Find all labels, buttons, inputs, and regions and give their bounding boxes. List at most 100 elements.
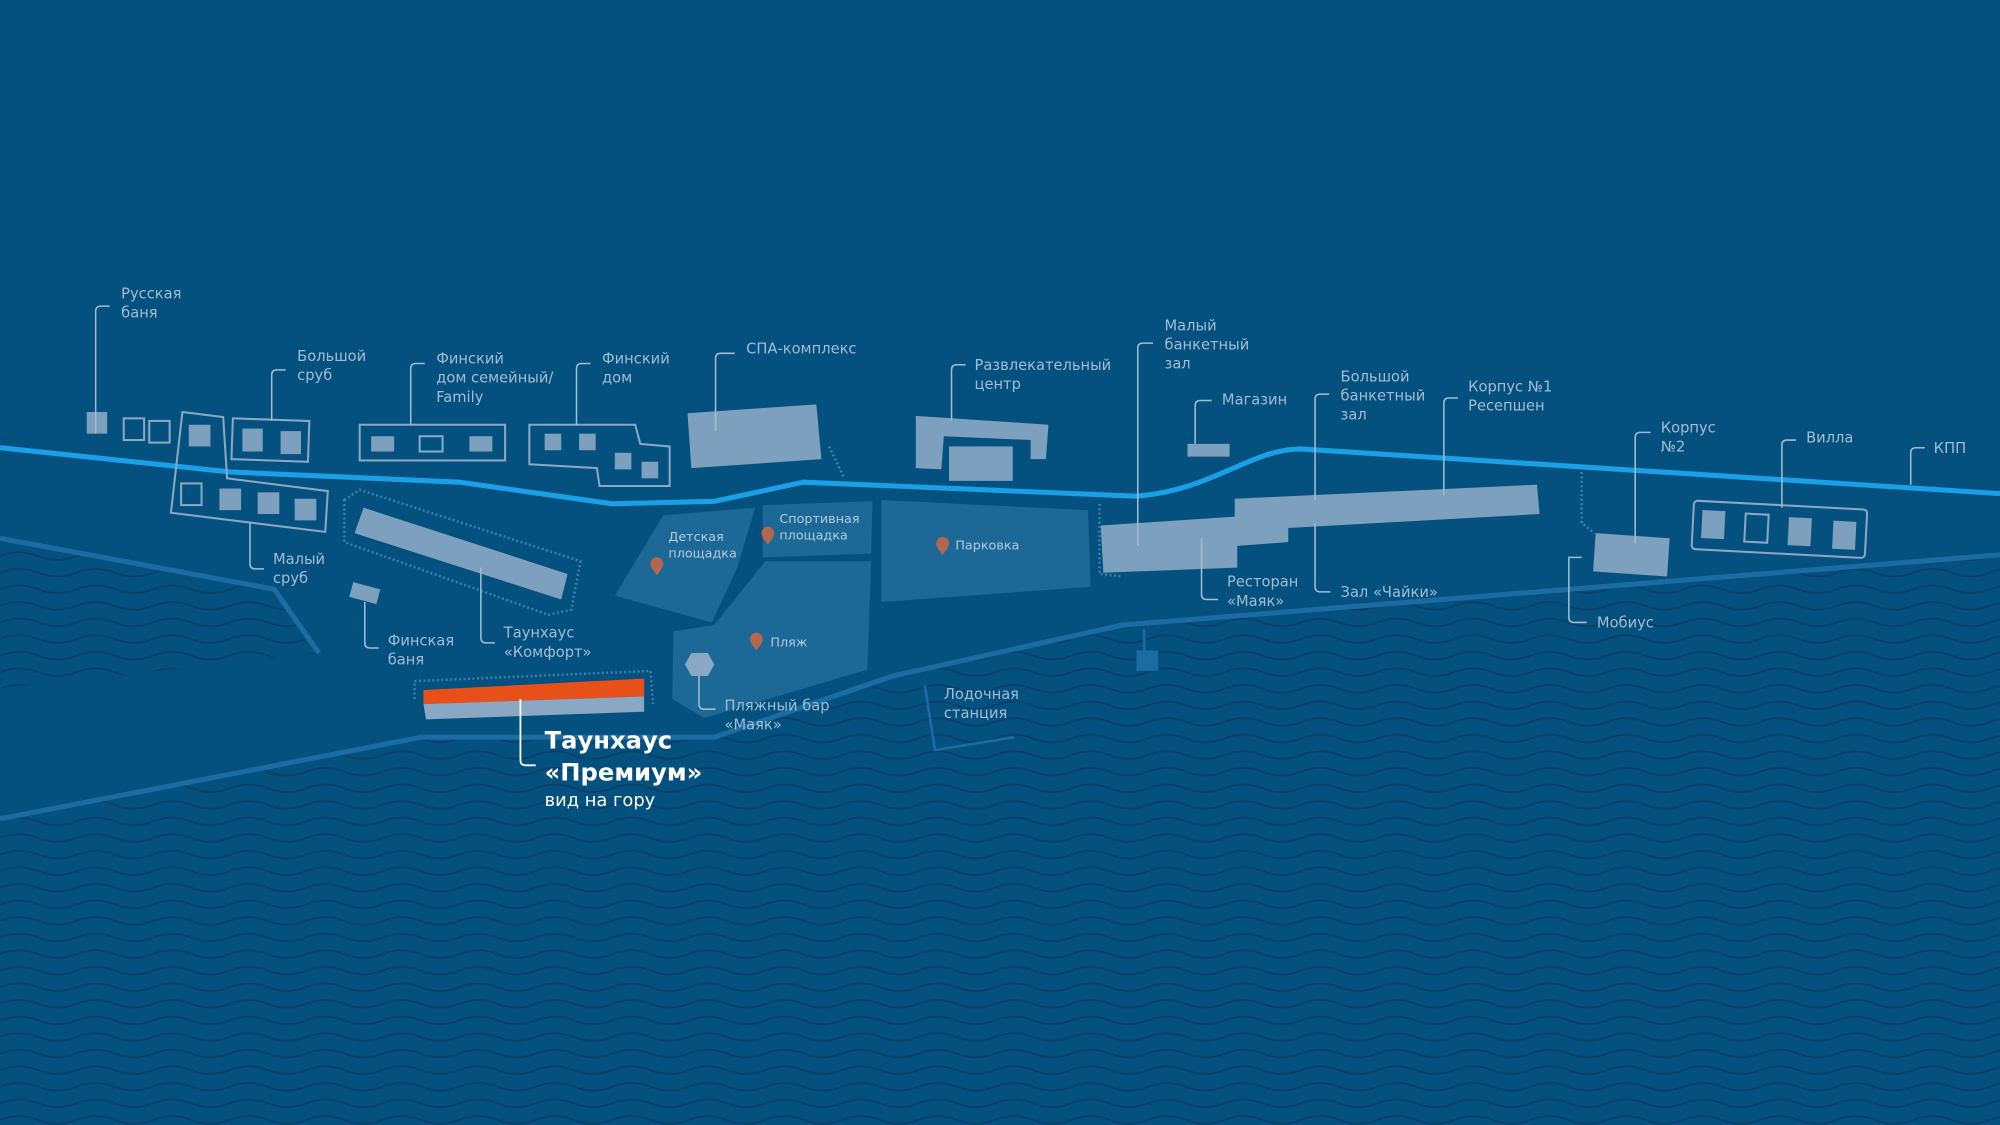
svg-text:Магазин: Магазин xyxy=(1222,391,1287,408)
pin-icon xyxy=(936,536,949,555)
zone-parkovka[interactable] xyxy=(881,500,1091,603)
label-mobius[interactable]: Мобиус xyxy=(1597,615,1654,632)
label-bolshoy-banket[interactable]: Большой банкетный зал xyxy=(1341,368,1426,423)
svg-text:Family: Family xyxy=(436,389,483,406)
label-finsky-family[interactable]: Финский дом семейный/Family xyxy=(436,351,553,406)
svg-text:Финская: Финская xyxy=(388,632,454,649)
label-plyazh-bar[interactable]: Пляжный бар«Маяк» xyxy=(724,697,829,733)
path-dotted xyxy=(827,445,1596,578)
svg-text:баня: баня xyxy=(388,652,424,669)
pin-icon xyxy=(761,526,775,545)
label-kpp[interactable]: КПП xyxy=(1934,440,1966,457)
svg-text:Таунхаус: Таунхаус xyxy=(545,727,673,755)
building-boat-station[interactable] xyxy=(1136,650,1159,671)
svg-text:площадка: площадка xyxy=(668,546,736,561)
pin-icon xyxy=(750,632,763,651)
label-spa[interactable]: СПА-комплекс xyxy=(746,340,856,357)
label-korpus1[interactable]: Корпус №1 Ресепшен xyxy=(1468,379,1552,415)
svg-text:Корпус: Корпус xyxy=(1661,419,1716,436)
building-komfort[interactable] xyxy=(354,507,568,600)
label-leaders xyxy=(94,305,1925,767)
svg-text:«Маяк»: «Маяк» xyxy=(1227,593,1284,610)
svg-text:Большой: Большой xyxy=(1341,368,1410,385)
svg-text:станция: станция xyxy=(944,705,1007,722)
svg-text:центр: центр xyxy=(974,376,1020,393)
pin-icon xyxy=(650,557,664,576)
svg-text:Малый: Малый xyxy=(1165,317,1217,334)
label-zal-chayki[interactable]: Зал «Чайки» xyxy=(1341,584,1438,601)
svg-text:«Комфорт»: «Комфорт» xyxy=(504,644,592,661)
building-russkaya-banya[interactable] xyxy=(86,411,171,444)
pier xyxy=(923,628,1146,752)
svg-text:Мобиус: Мобиус xyxy=(1597,615,1654,632)
svg-text:СПА-комплекс: СПА-комплекс xyxy=(746,340,856,357)
label-korpus2[interactable]: Корпус №2 xyxy=(1661,419,1716,455)
svg-text:сруб: сруб xyxy=(297,367,332,384)
building-finsky-dom[interactable] xyxy=(528,423,671,487)
zone-label-sportivnaya: Спортивная площадка xyxy=(779,512,859,544)
svg-text:вид на гору: вид на гору xyxy=(545,790,656,811)
label-komfort[interactable]: Таунхаус«Комфорт» xyxy=(503,625,592,661)
label-finskaya-banya[interactable]: Финская баня xyxy=(388,632,454,668)
zone-plyazh[interactable] xyxy=(672,561,872,719)
label-lodochnaya[interactable]: Лодочная станция xyxy=(944,686,1019,722)
water-area xyxy=(0,554,2000,1125)
zone-sportivnaya[interactable] xyxy=(762,501,873,558)
svg-text:Ресторан: Ресторан xyxy=(1227,574,1298,591)
label-magazin[interactable]: Магазин xyxy=(1222,391,1287,408)
shoreline xyxy=(0,552,2000,822)
svg-text:площадка: площадка xyxy=(779,529,847,544)
svg-text:Финский: Финский xyxy=(436,351,504,368)
label-maly-srub[interactable]: Малый сруб xyxy=(273,551,325,587)
label-restoran[interactable]: Ресторан «Маяк» xyxy=(1227,574,1298,610)
svg-text:Финский: Финский xyxy=(602,351,670,368)
svg-text:Корпус №1: Корпус №1 xyxy=(1468,379,1552,396)
building-bolshoy-srub[interactable] xyxy=(230,417,311,463)
label-villa[interactable]: Вилла xyxy=(1806,430,1853,447)
building-villa[interactable] xyxy=(1690,499,1869,559)
svg-text:Спортивная: Спортивная xyxy=(779,512,859,527)
svg-text:Малый: Малый xyxy=(273,551,325,568)
svg-text:банкетный: банкетный xyxy=(1165,336,1250,353)
svg-text:сруб: сруб xyxy=(273,570,308,587)
svg-text:Ресепшен: Ресепшен xyxy=(1468,398,1545,415)
svg-text:банкетный: банкетный xyxy=(1341,388,1426,405)
building-premium-highlighted[interactable] xyxy=(423,678,645,720)
building-finsky-family[interactable] xyxy=(358,423,507,462)
building-korpus2[interactable] xyxy=(1593,533,1670,577)
water-area-left xyxy=(0,538,319,689)
svg-text:Большой: Большой xyxy=(297,348,366,365)
svg-text:дом семейный/: дом семейный/ xyxy=(436,370,553,387)
svg-text:Пляжный бар: Пляжный бар xyxy=(724,697,829,714)
zone-label-parkovka: Парковка xyxy=(955,539,1019,554)
svg-text:Зал «Чайки»: Зал «Чайки» xyxy=(1341,584,1438,601)
building-spa[interactable] xyxy=(687,404,822,469)
svg-text:Вилла: Вилла xyxy=(1806,430,1853,447)
svg-text:Русская: Русская xyxy=(121,285,181,302)
building-banket[interactable] xyxy=(1100,484,1540,573)
building-razvlek[interactable] xyxy=(915,415,1049,481)
path-dotted xyxy=(343,488,582,617)
svg-text:зал: зал xyxy=(1341,407,1367,424)
svg-text:«Премиум»: «Премиум» xyxy=(545,759,703,787)
zone-label-plyazh: Пляж xyxy=(770,636,807,651)
building-maly-srub[interactable] xyxy=(169,410,329,534)
highlight-label-premium[interactable]: Таунхаус «Премиум» вид на гору xyxy=(545,727,703,811)
label-maly-banket[interactable]: Малый банкетный зал xyxy=(1165,317,1250,372)
building-magazin[interactable] xyxy=(1187,443,1230,457)
building-finskaya-banya[interactable] xyxy=(349,582,381,605)
label-finsky-dom[interactable]: Финский дом xyxy=(602,351,670,387)
main-road xyxy=(0,445,2000,507)
svg-text:зал: зал xyxy=(1165,356,1191,373)
zone-detskaya[interactable] xyxy=(614,507,756,623)
svg-text:№2: №2 xyxy=(1661,439,1686,456)
beach-bar-hexagon[interactable] xyxy=(684,653,715,677)
label-bolshoy-srub[interactable]: Большой сруб xyxy=(297,348,366,384)
shoreline-left xyxy=(0,535,321,655)
svg-text:дом: дом xyxy=(602,370,632,387)
svg-text:Лодочная: Лодочная xyxy=(944,686,1019,703)
